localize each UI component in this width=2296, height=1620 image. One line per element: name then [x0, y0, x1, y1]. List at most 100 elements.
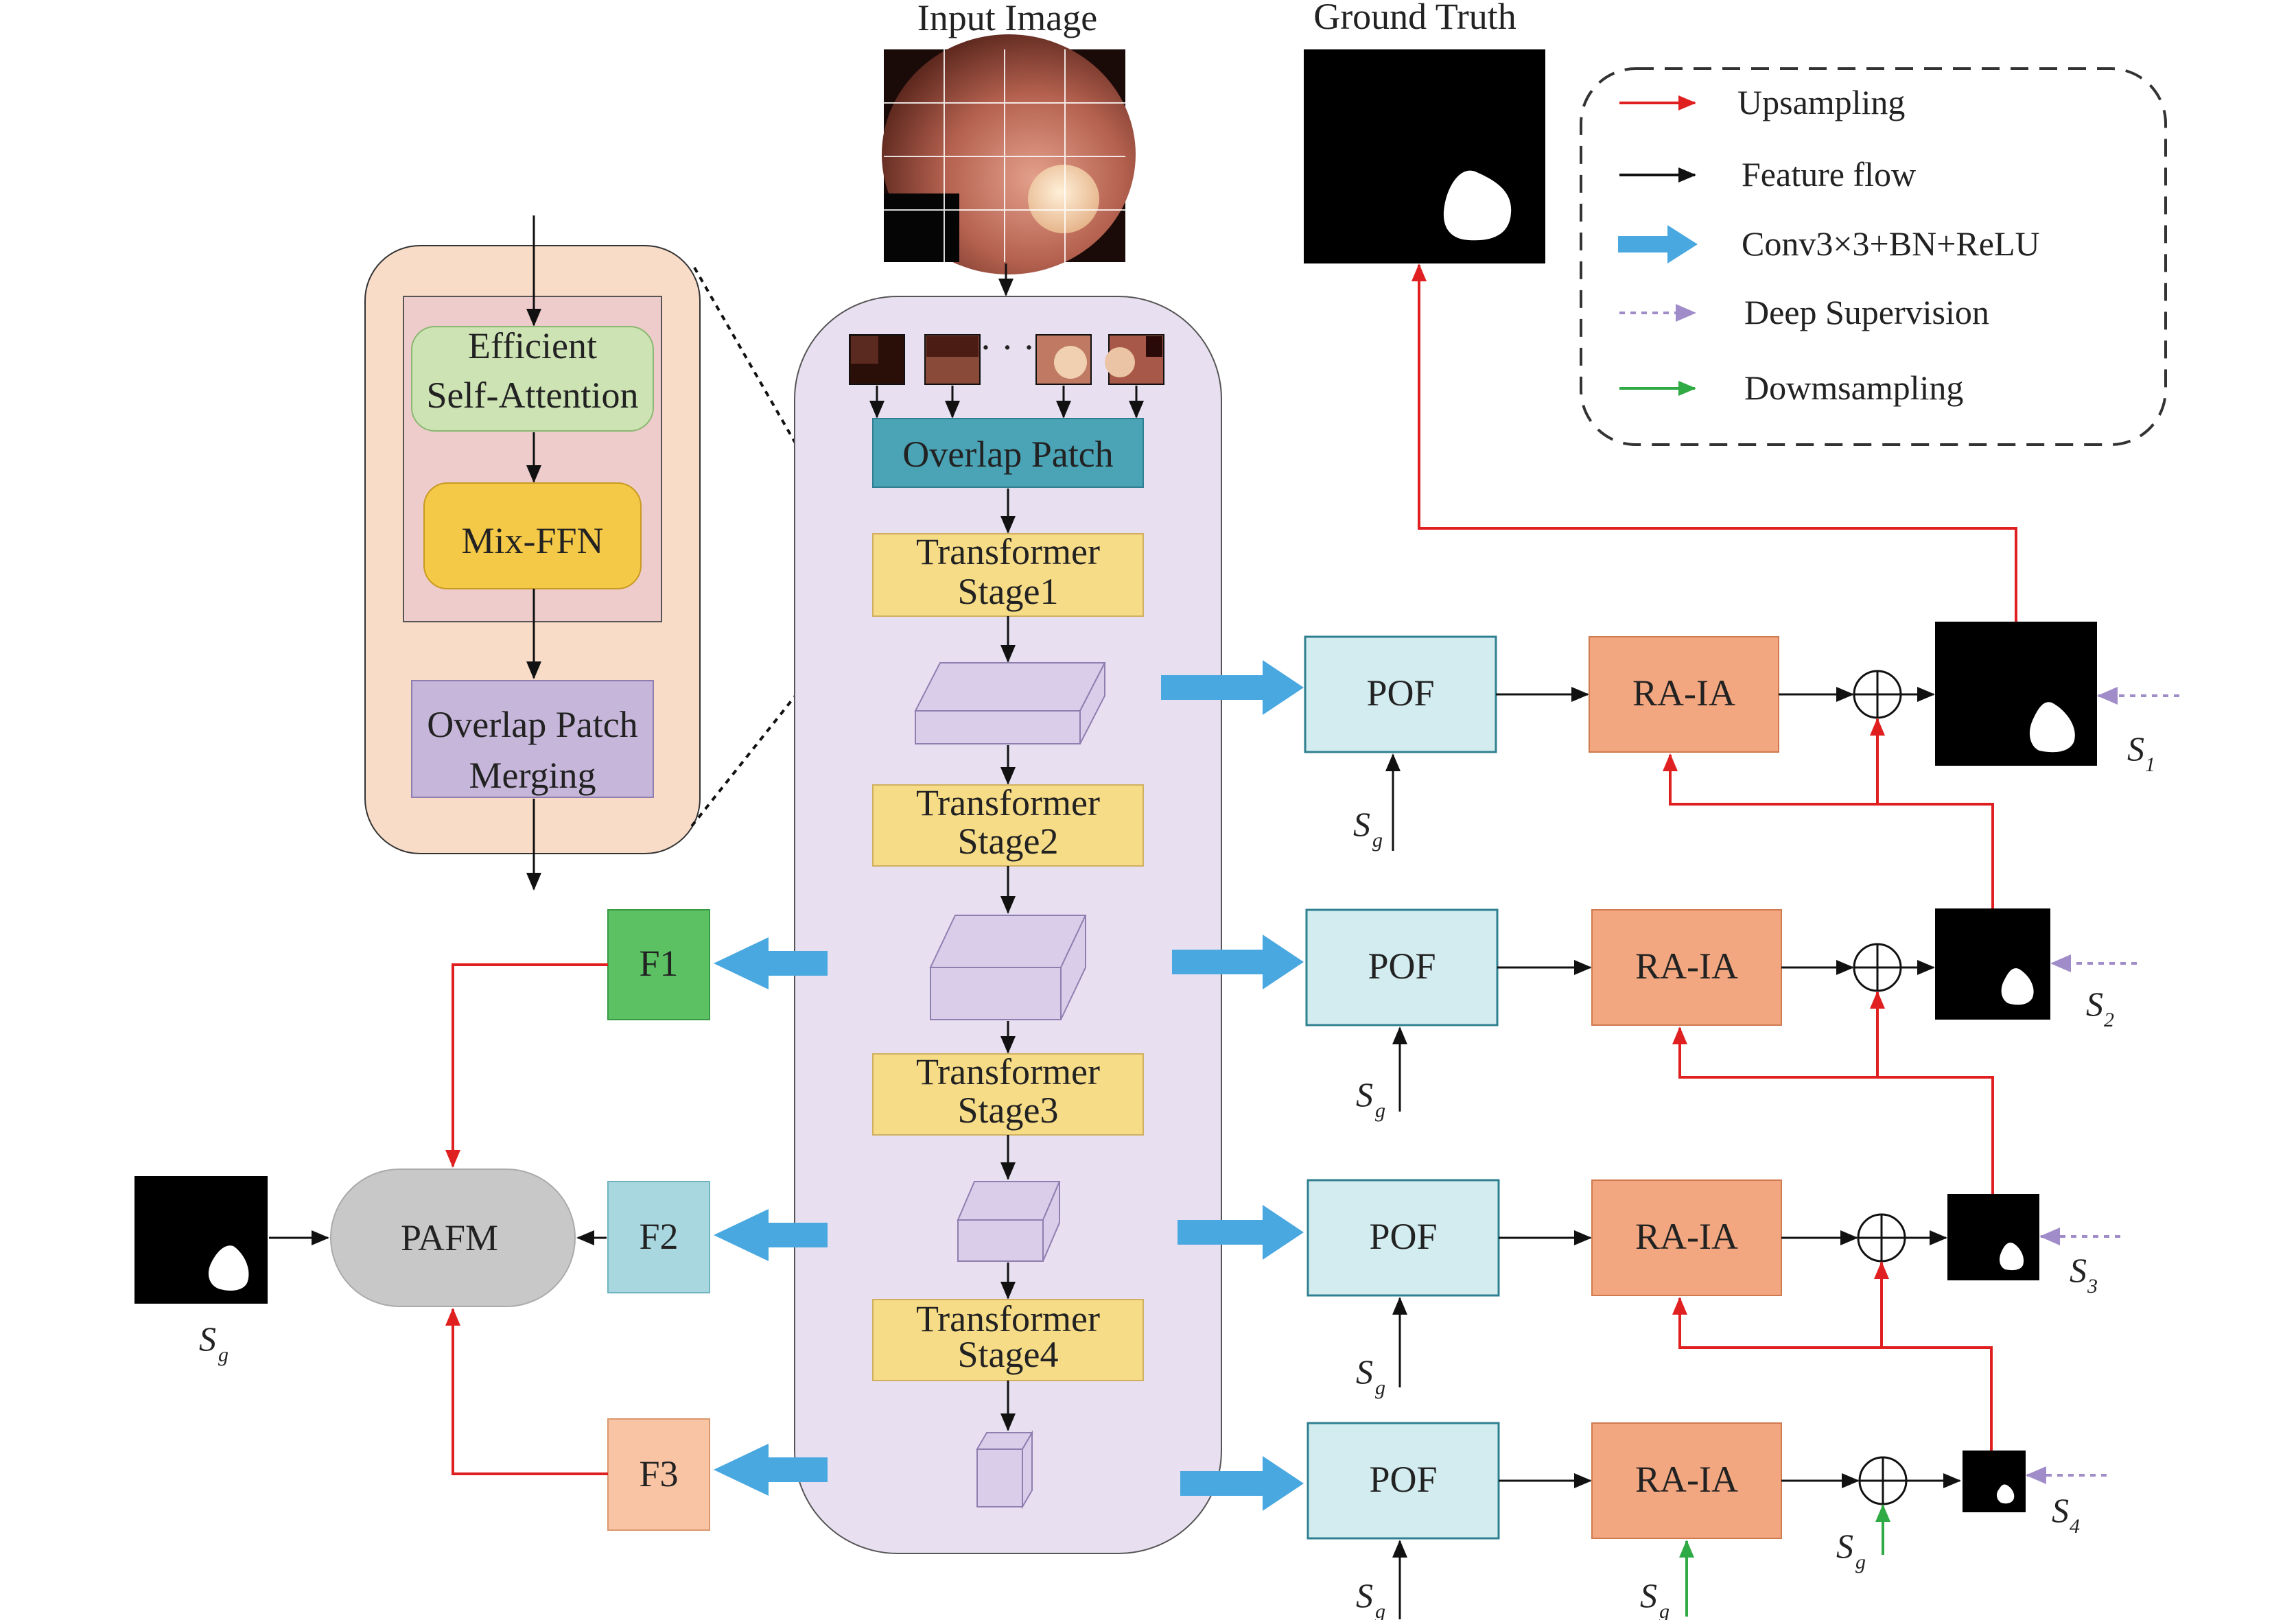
pof-label-3: POF — [1369, 1216, 1437, 1257]
encoder-column: · · · Overlap Patch Transformer Stage1 — [794, 296, 1222, 1554]
overlap-patch-merging-line1: Overlap Patch — [427, 704, 637, 745]
svg-text:S: S — [1356, 1576, 1373, 1615]
conv-arrow-right-4 — [1180, 1456, 1304, 1511]
svg-text:S: S — [2127, 729, 2144, 768]
legend-conv-label: Conv3×3+BN+ReLU — [1742, 224, 2040, 263]
feature-tensor-2 — [929, 915, 1087, 1020]
pof-block-1 — [1304, 635, 1497, 753]
raia-label-1: RA-IA — [1632, 672, 1735, 714]
svg-text:1: 1 — [2145, 753, 2155, 776]
overlap-patch-merging-line2: Merging — [469, 755, 596, 796]
svg-text:S: S — [2052, 1491, 2069, 1529]
efficient-self-attention-block — [411, 326, 654, 432]
mix-ffn-block — [423, 482, 642, 589]
efficient-self-attention-line1: Efficient — [468, 325, 597, 366]
svg-text:g: g — [1375, 1099, 1385, 1122]
sum-node-2 — [1853, 943, 1902, 992]
conv-arrow-left-3 — [714, 1444, 828, 1496]
svg-text:S: S — [1836, 1527, 1853, 1565]
mix-ffn-label: Mix-FFN — [461, 520, 603, 561]
svg-text:g: g — [218, 1343, 229, 1366]
f3-label: F3 — [639, 1453, 678, 1494]
legend-deep-supervision: Deep Supervision — [1619, 293, 1989, 331]
pof-label-1: POF — [1366, 672, 1434, 714]
raia-block-3 — [1591, 1179, 1782, 1296]
legend-downsampling: Dowmsampling — [1619, 368, 1963, 407]
output-mask-s1 — [1935, 622, 2097, 766]
sum-node-3 — [1857, 1213, 1906, 1263]
up-s1-to-gt — [1411, 263, 2017, 622]
output-mask-s4 — [1963, 1451, 2026, 1512]
patch-ellipsis: · · · — [980, 327, 1035, 368]
f3-to-pafm — [445, 1308, 608, 1475]
svg-text:S: S — [1353, 805, 1370, 843]
pof-block-2 — [1305, 908, 1499, 1026]
feature-tensor-1 — [914, 662, 1106, 744]
conv-arrow-right-1 — [1161, 660, 1304, 715]
up-s3-to-row2 — [1672, 1026, 1994, 1194]
f1-to-pafm — [445, 963, 608, 1168]
raia-label-3: RA-IA — [1635, 1216, 1738, 1257]
raia-label-4: RA-IA — [1635, 1459, 1738, 1500]
sg-mask-left — [134, 1176, 268, 1304]
svg-text:S: S — [2086, 985, 2103, 1023]
raia-label-2: RA-IA — [1635, 946, 1738, 987]
ground-truth-mask — [1304, 49, 1545, 263]
conv-arrow-left-1 — [714, 937, 828, 989]
pafm-label: PAFM — [401, 1217, 498, 1258]
raia-block-2 — [1591, 909, 1782, 1026]
sg-label-left: S g — [199, 1319, 229, 1366]
legend-downsampling-label: Dowmsampling — [1744, 368, 1963, 407]
efficient-self-attention-line2: Self-Attention — [427, 375, 639, 416]
legend-feature-flow-label: Feature flow — [1742, 155, 1916, 193]
up-s4-to-row3 — [1672, 1297, 1993, 1451]
svg-text:S: S — [1356, 1352, 1373, 1391]
sum-node-1 — [1853, 670, 1902, 719]
input-image — [882, 34, 1136, 274]
transformer-stage2 — [872, 784, 1144, 867]
svg-text:g: g — [1372, 829, 1383, 852]
conv-arrow-left-2 — [714, 1209, 828, 1261]
legend-upsampling-label: Upsampling — [1737, 83, 1905, 121]
feature-tensor-4 — [976, 1430, 1033, 1510]
transformer-stage1 — [872, 533, 1144, 617]
f2-label: F2 — [639, 1216, 678, 1257]
svg-text:S: S — [199, 1319, 216, 1358]
transformer-stage4 — [872, 1299, 1144, 1381]
legend-feature-flow: Feature flow — [1619, 155, 1916, 193]
f2-block — [607, 1181, 710, 1293]
svg-text:g: g — [1375, 1376, 1385, 1399]
pafm-block — [330, 1169, 576, 1307]
output-mask-s3 — [1947, 1194, 2039, 1280]
overlap-patch-embed — [872, 418, 1144, 488]
legend-conv: Conv3×3+BN+ReLU — [1618, 224, 2040, 263]
stage3-line1: Transformer — [916, 1051, 1100, 1092]
stage2-line1: Transformer — [916, 782, 1100, 823]
svg-text:S: S — [2070, 1251, 2087, 1289]
transformer-stage3 — [872, 1053, 1144, 1136]
svg-text:2: 2 — [2104, 1009, 2114, 1031]
stage1-line2: Stage1 — [958, 571, 1059, 612]
legend-deep-supervision-label: Deep Supervision — [1744, 293, 1989, 331]
stage3-line2: Stage3 — [958, 1090, 1059, 1131]
pof-label-4: POF — [1369, 1459, 1437, 1500]
svg-text:4: 4 — [2070, 1515, 2080, 1538]
ground-truth-title: Ground Truth — [1313, 0, 1516, 37]
pof-label-2: POF — [1368, 946, 1436, 987]
f3-block — [607, 1418, 710, 1531]
up-s2-to-row1 — [1663, 753, 1994, 908]
raia-block-4 — [1591, 1422, 1782, 1539]
legend-upsampling: Upsampling — [1619, 83, 1905, 121]
feature-tensor-3 — [957, 1181, 1061, 1262]
